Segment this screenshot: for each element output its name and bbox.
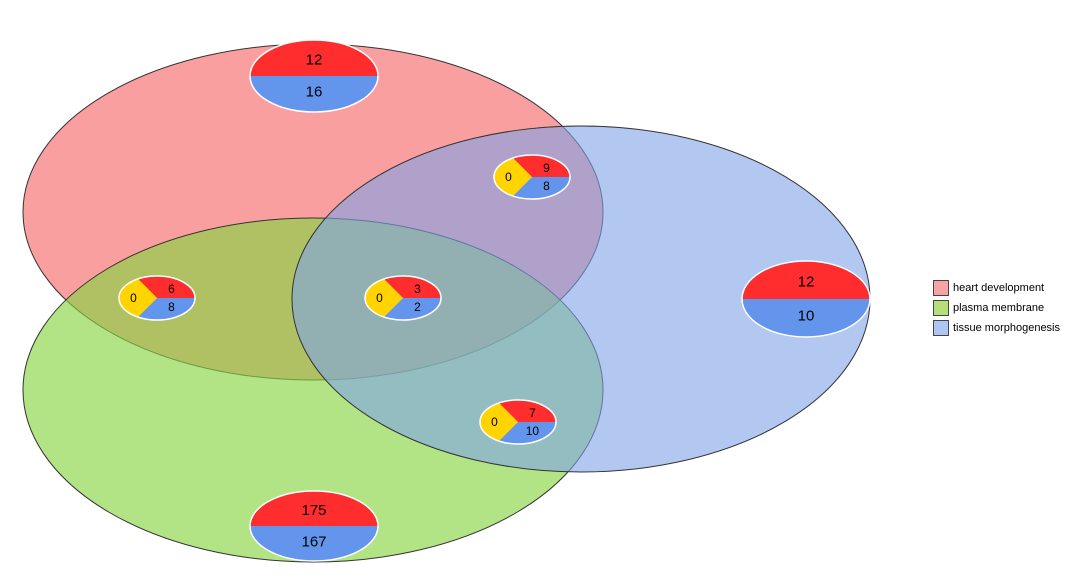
pie-slice-blue	[250, 526, 378, 561]
pie-all-three: 0 3 2	[364, 275, 442, 321]
pie-slice-blue	[250, 76, 378, 112]
pie-outline	[118, 275, 196, 321]
legend-label: heart development	[953, 282, 1045, 294]
pie-value-blue: 16	[306, 84, 323, 101]
pie-value-red: 7	[529, 406, 536, 420]
pie-outline	[741, 260, 871, 338]
pie-value-yellow: 0	[505, 170, 512, 184]
pie-outline	[479, 399, 557, 445]
pie-plasma-only: 175 167	[249, 490, 379, 562]
legend-label: tissue morphogenesis	[953, 322, 1061, 334]
legend-item-tissue-morphogenesis: tissue morphogenesis	[933, 318, 1060, 338]
legend-item-plasma-membrane: plasma membrane	[933, 298, 1060, 318]
pie-value-blue: 10	[526, 424, 540, 438]
pie-slice-yellow	[365, 278, 403, 318]
legend: heart development plasma membrane tissue…	[933, 278, 1060, 338]
pie-value-blue: 167	[301, 533, 326, 550]
pie-outline	[249, 39, 379, 113]
pie-value-red: 12	[798, 273, 815, 290]
pie-value-red: 12	[306, 51, 323, 68]
pie-value-blue: 8	[168, 300, 175, 314]
legend-swatch-tissue	[933, 320, 949, 336]
pie-value-red: 3	[414, 282, 421, 296]
pie-value-blue: 10	[798, 308, 815, 325]
pie-slice-red	[742, 261, 870, 299]
pie-plasma-tissue: 0 7 10	[479, 399, 557, 445]
venn-diagram: 12 16 12 10 175 167 0 9 8 0 6 8 0 3 2 0 7 10	[22, 39, 871, 563]
pie-heart-tissue: 0 9 8	[493, 154, 571, 200]
pie-heart-only: 12 16	[249, 39, 379, 113]
legend-label: plasma membrane	[953, 302, 1045, 314]
pie-value-red: 175	[301, 502, 326, 519]
pie-outline	[249, 490, 379, 562]
pie-value-blue: 8	[543, 179, 550, 193]
pie-slice-yellow	[480, 402, 518, 442]
pie-slice-red	[250, 491, 378, 526]
pie-value-red: 6	[168, 282, 175, 296]
pie-outline	[364, 275, 442, 321]
pie-value-red: 9	[543, 161, 550, 175]
pie-slice-blue	[742, 299, 870, 337]
pie-slice-yellow	[494, 157, 532, 197]
pie-slice-red	[250, 40, 378, 76]
legend-item-heart-development: heart development	[933, 278, 1060, 298]
pie-heart-plasma: 0 6 8	[118, 275, 196, 321]
pie-value-yellow: 0	[376, 291, 383, 305]
pie-value-blue: 2	[414, 300, 421, 314]
legend-swatch-heart	[933, 280, 949, 296]
legend-swatch-plasma	[933, 300, 949, 316]
pie-value-yellow: 0	[130, 291, 137, 305]
pie-tissue-only: 12 10	[741, 260, 871, 338]
pie-outline	[493, 154, 571, 200]
pie-slice-yellow	[119, 278, 157, 318]
pie-value-yellow: 0	[491, 415, 498, 429]
